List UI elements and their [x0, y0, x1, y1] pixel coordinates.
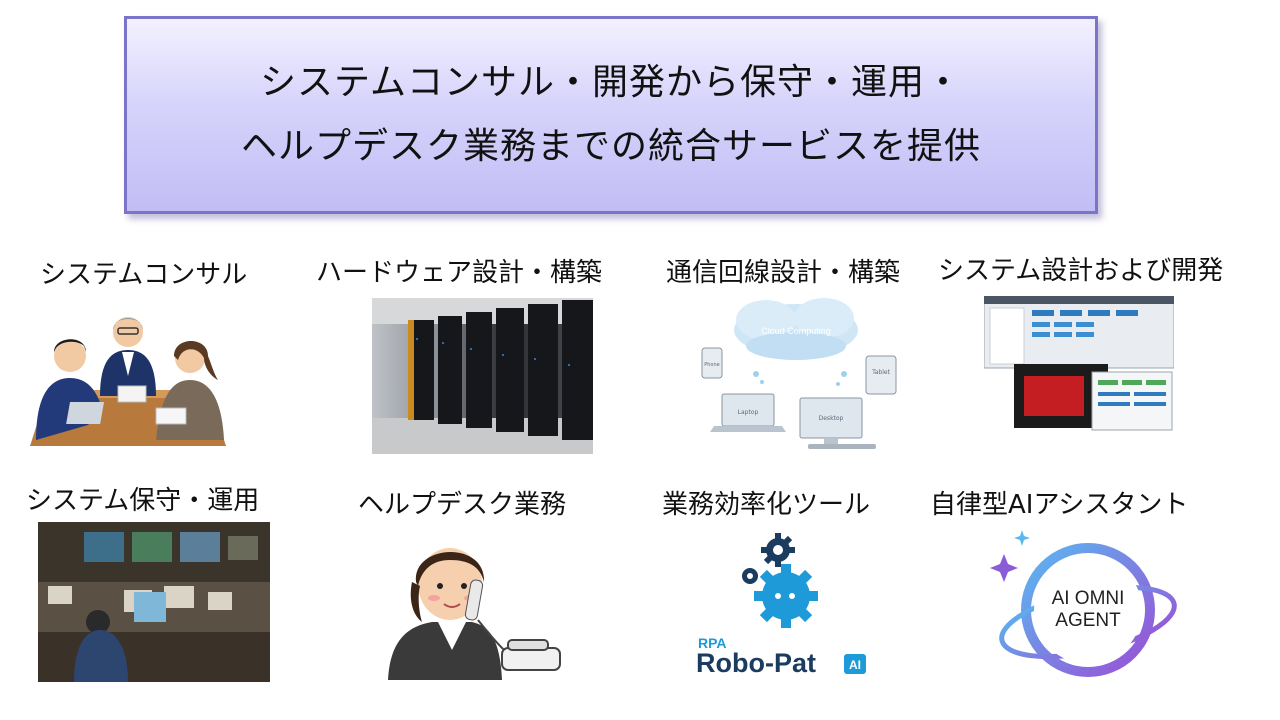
laptop-device-label: Laptop — [738, 409, 759, 416]
service-label-efficiency-tool: 業務効率化ツール — [662, 490, 871, 520]
robopat-logo: RPA Robo-Pat AI — [694, 530, 874, 682]
title-banner-inner: システムコンサル・開発から保守・運用・ ヘルプデスク業務までの統合サービスを提供 — [141, 41, 1081, 189]
service-label-consulting: システムコンサル — [40, 260, 248, 290]
banner-title-line1: システムコンサル・開発から保守・運用・ — [260, 62, 962, 103]
cloud-computing-illustration: Cloud Computing Phone Tablet Laptop Desk… — [696, 290, 902, 452]
service-label-helpdesk: ヘルプデスク業務 — [358, 490, 567, 520]
service-label-ai-assistant: 自律型AIアシスタント — [930, 490, 1189, 520]
service-label-network: 通信回線設計・構築 — [666, 258, 901, 288]
software-screens-image — [984, 296, 1174, 434]
phone-device-label: Phone — [704, 362, 720, 368]
agent-line2: AGENT — [1055, 610, 1121, 631]
title-banner: システムコンサル・開発から保守・運用・ ヘルプデスク業務までの統合サービスを提供 — [124, 16, 1098, 214]
desktop-device-label: Desktop — [819, 415, 844, 422]
operations-room-photo — [38, 522, 270, 682]
helpdesk-illustration — [382, 530, 562, 682]
agent-line1: AI OMNI — [1052, 588, 1125, 609]
service-label-hardware: ハードウェア設計・構築 — [316, 258, 603, 288]
consulting-illustration — [28, 300, 228, 448]
robopat-ai-badge: AI — [849, 658, 861, 672]
robopat-rpa-text: RPA — [698, 635, 727, 651]
service-label-maintenance: システム保守・運用 — [26, 486, 260, 516]
banner-title-line2: ヘルプデスク業務までの統合サービスを提供 — [240, 126, 981, 167]
robopat-name-text: Robo-Pat — [696, 648, 816, 678]
service-label-system-dev: システム設計および開発 — [938, 256, 1224, 286]
server-room-photo — [372, 298, 593, 454]
tablet-device-label: Tablet — [871, 369, 891, 376]
cloud-label: Cloud Computing — [761, 326, 831, 336]
ai-omni-agent-logo: AI OMNI AGENT — [984, 524, 1184, 684]
